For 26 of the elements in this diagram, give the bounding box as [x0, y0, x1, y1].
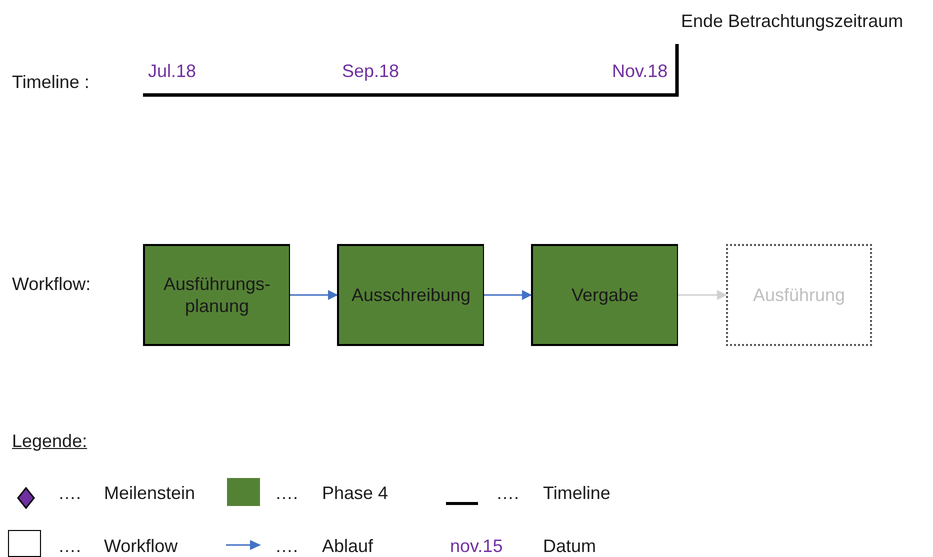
- legend-label: Phase 4: [322, 482, 388, 504]
- row-label: Workflow:: [12, 273, 91, 295]
- date-sample: nov.15: [450, 535, 503, 557]
- arrow: [484, 290, 532, 300]
- phase-box: Ausschreibung: [337, 244, 484, 346]
- date-label: Jul.18: [148, 60, 196, 82]
- legend-title: Legende:: [12, 430, 88, 452]
- date-label: Nov.18: [612, 60, 668, 82]
- dots: ….: [275, 535, 298, 557]
- phase-box: Vergabe: [531, 244, 678, 346]
- legend-label: Workflow: [104, 535, 178, 557]
- legend-label: Datum: [543, 535, 596, 557]
- date-label: Sep.18: [342, 60, 400, 82]
- dots: ….: [58, 535, 82, 557]
- arrow: [290, 290, 338, 300]
- row-label: Timeline :: [12, 71, 90, 93]
- arrow: [678, 290, 727, 300]
- planned-phase-box: Ausführung: [726, 244, 872, 346]
- legend-label: Meilenstein: [104, 482, 196, 504]
- legend-label: Timeline: [543, 482, 610, 504]
- phase-box: Ausführungs- planung: [143, 244, 290, 346]
- legend-label: Ablauf: [322, 535, 374, 557]
- dots: ….: [275, 482, 298, 504]
- end-note: Ende Betrachtungszeitraum: [681, 10, 904, 32]
- dots: ….: [496, 482, 520, 504]
- dots: ….: [58, 482, 82, 504]
